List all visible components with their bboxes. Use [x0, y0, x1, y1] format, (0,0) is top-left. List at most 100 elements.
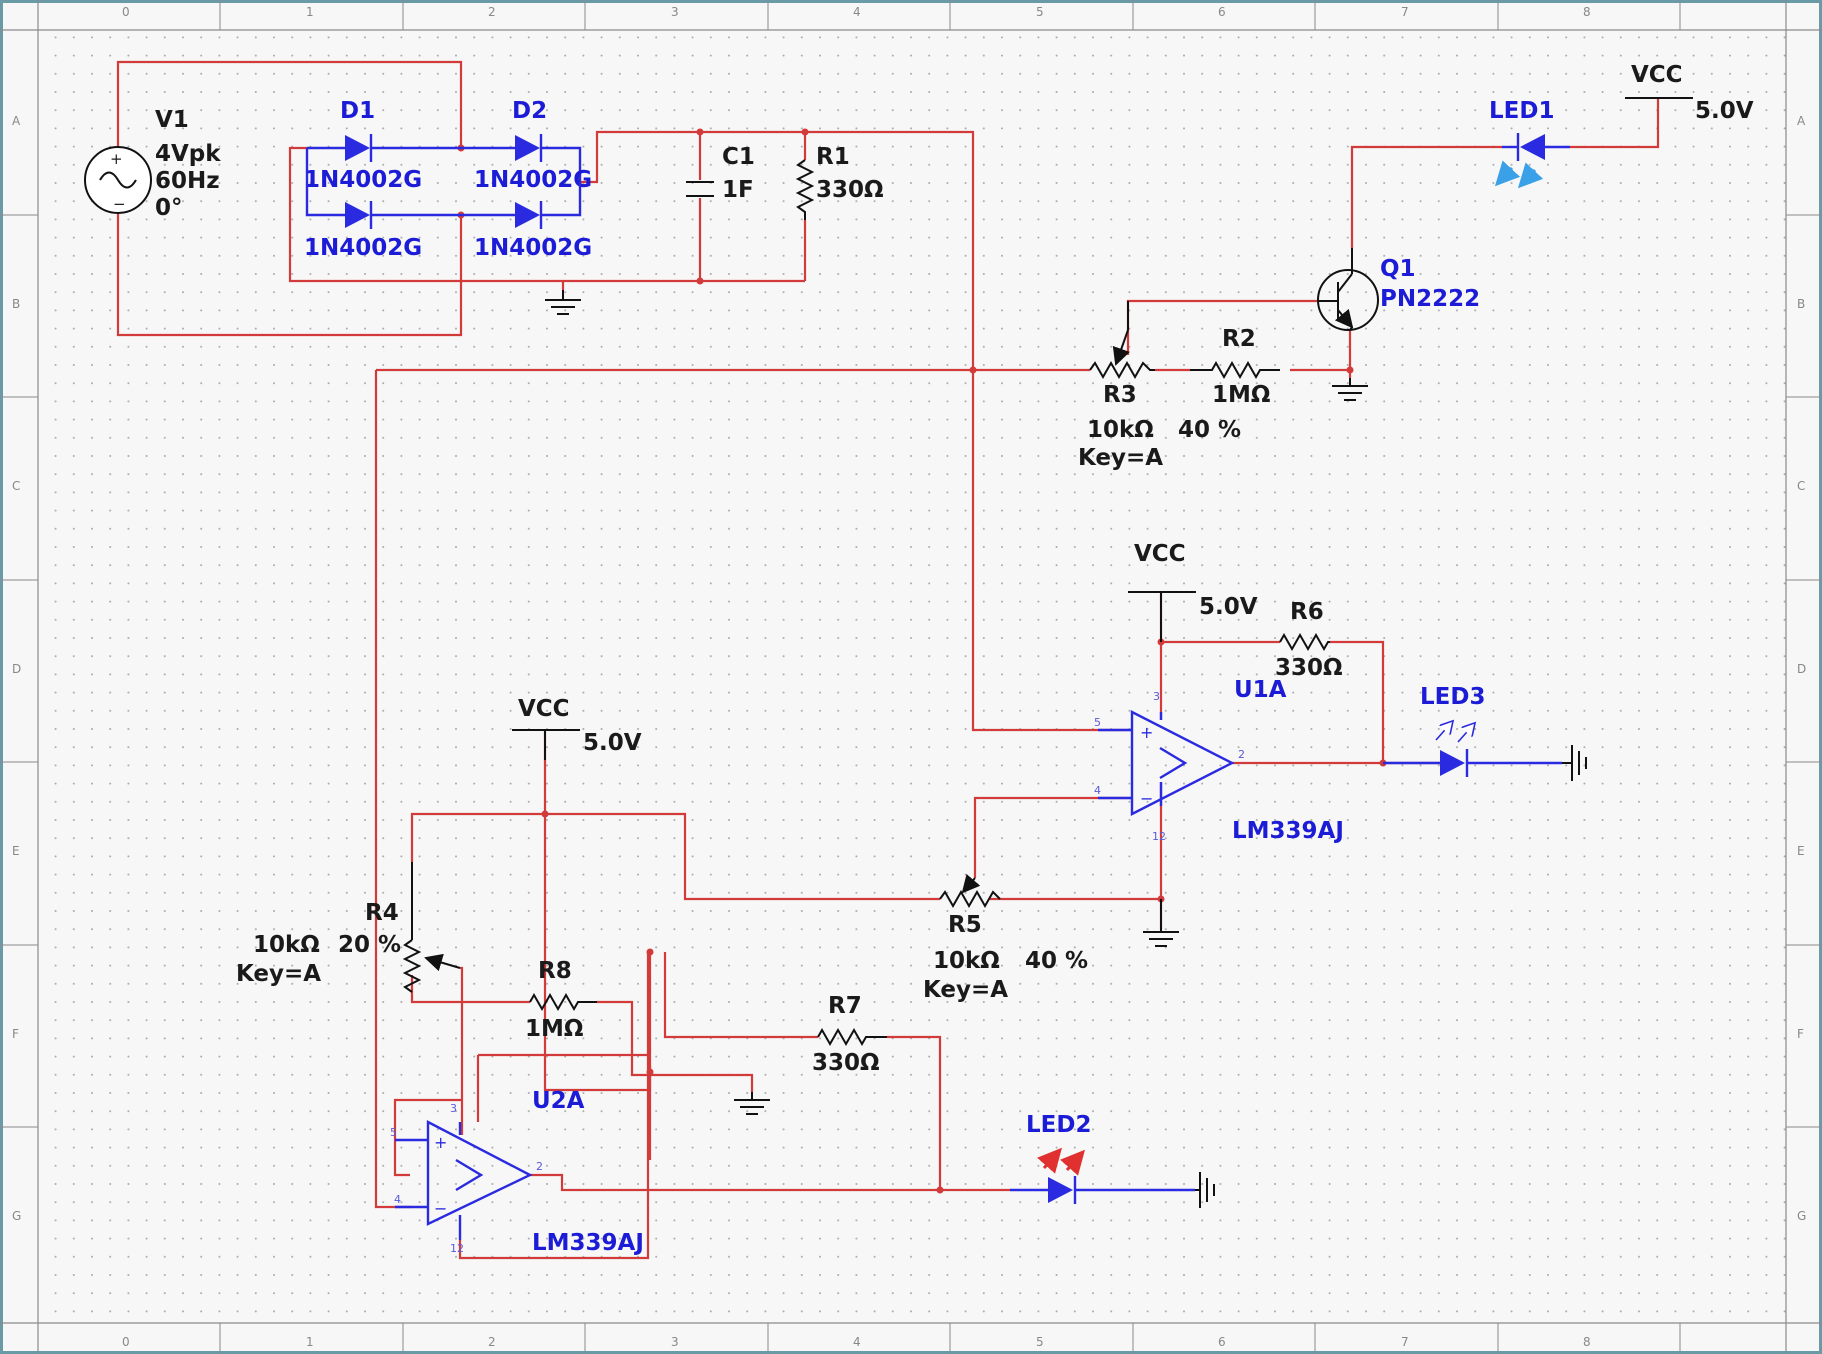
d2-ref: D2 — [512, 98, 547, 124]
wire[interactable] — [458, 952, 650, 1260]
wire[interactable] — [116, 60, 463, 152]
wire[interactable] — [1330, 640, 1385, 763]
light-arrow-icon — [1457, 724, 1474, 743]
ground-symbol — [734, 1092, 770, 1115]
pin-number: 5 — [390, 1126, 397, 1139]
potentiometer-r3[interactable]: R3 10kΩ 40 % Key=A — [1078, 301, 1241, 471]
wire[interactable] — [663, 952, 818, 1039]
wire[interactable] — [887, 1035, 942, 1190]
diode-d4[interactable]: 1N4002G — [461, 182, 592, 261]
pin-number: 2 — [1238, 748, 1245, 761]
r6-value: 330Ω — [1275, 655, 1343, 681]
wire[interactable] — [1570, 98, 1660, 149]
wire[interactable] — [393, 1098, 462, 1177]
diode-icon — [515, 202, 540, 228]
ruler-row: C — [12, 479, 20, 493]
c1-ref: C1 — [722, 144, 755, 170]
c1-value: 1F — [722, 177, 754, 203]
resistor-r7[interactable]: R7 330Ω — [812, 993, 887, 1076]
pin-number: 3 — [1153, 690, 1160, 703]
led-icon — [1048, 1177, 1073, 1203]
potentiometer-r5[interactable]: R5 10kΩ 40 % Key=A — [923, 873, 1088, 1003]
light-arrow-icon — [1060, 1149, 1085, 1176]
ruler-col: 8 — [1583, 5, 1591, 19]
r4-key: Key=A — [236, 961, 321, 987]
r3-ref: R3 — [1103, 382, 1137, 408]
r6-ref: R6 — [1290, 599, 1324, 625]
ac-source-v1[interactable]: + − V1 4Vpk 60Hz 0° — [84, 107, 221, 221]
ground-symbol — [545, 290, 581, 315]
ruler-col: 7 — [1401, 1335, 1409, 1349]
vcc-supply-top[interactable]: VCC 5.0V — [1625, 62, 1754, 124]
light-arrow-icon — [1037, 1147, 1062, 1174]
comparator-u2a[interactable]: + − 5 4 3 2 12 U2A LM339AJ — [390, 1088, 644, 1256]
ruler-col: 2 — [488, 5, 496, 19]
transistor-q1[interactable]: Q1 PN2222 — [1317, 248, 1480, 331]
ground-symbol — [1195, 1172, 1215, 1208]
ruler-row: A — [1797, 114, 1806, 128]
r2-value: 1MΩ — [1212, 382, 1270, 408]
wire[interactable] — [530, 1173, 1010, 1192]
wire[interactable] — [116, 205, 463, 337]
diode-icon — [515, 135, 540, 161]
ruler-col: 4 — [853, 5, 861, 19]
v1-frequency: 60Hz — [155, 168, 220, 194]
resistor-r6[interactable]: R6 330Ω — [1275, 599, 1343, 681]
diode-d1[interactable]: D1 1N4002G — [304, 98, 461, 193]
r3-value: 10kΩ — [1087, 417, 1154, 443]
minus-sign: − — [434, 1199, 447, 1218]
capacitor-c1[interactable]: C1 1F — [686, 144, 755, 203]
wire[interactable] — [288, 146, 461, 283]
vcc-supply-mid[interactable]: VCC 5.0V — [1128, 541, 1258, 642]
d1-value: 1N4002G — [304, 167, 422, 193]
sine-icon — [99, 171, 137, 189]
ruler-col: 2 — [488, 1335, 496, 1349]
led1-ref: LED1 — [1489, 98, 1554, 124]
vcc-voltage: 5.0V — [583, 730, 642, 756]
wire[interactable] — [410, 812, 940, 901]
ruler-col: 1 — [306, 5, 314, 19]
diode-icon — [345, 135, 370, 161]
r4-percent: 20 % — [338, 932, 401, 958]
wire[interactable] — [973, 796, 1132, 878]
resistor-r2[interactable]: R2 1MΩ — [1190, 326, 1280, 408]
resistor-r8[interactable]: R8 1MΩ — [525, 958, 597, 1042]
vcc-voltage: 5.0V — [1695, 98, 1754, 124]
ground-symbol — [1332, 378, 1368, 401]
resistor-r1[interactable]: R1 330Ω — [795, 144, 884, 220]
r8-value: 1MΩ — [525, 1016, 583, 1042]
wire[interactable] — [580, 130, 1132, 732]
r5-percent: 40 % — [1025, 948, 1088, 974]
comparator-u1a[interactable]: + − 5 4 3 2 12 U1A LM339AJ — [1094, 677, 1344, 844]
u1a-ref: U1A — [1234, 677, 1287, 703]
led-icon — [1520, 134, 1545, 160]
wire[interactable] — [597, 1000, 754, 1092]
potentiometer-r4[interactable]: R4 10kΩ 20 % Key=A — [236, 862, 461, 993]
d4-value: 1N4002G — [474, 235, 592, 261]
wire[interactable] — [1350, 145, 1502, 248]
u1a-value: LM339AJ — [1232, 818, 1344, 844]
r4-value: 10kΩ — [253, 932, 320, 958]
ruler-col: 8 — [1583, 1335, 1591, 1349]
led-led3[interactable]: LED3 — [1383, 684, 1562, 777]
diode-d3[interactable]: 1N4002G — [304, 148, 461, 261]
ruler-col: 6 — [1218, 5, 1226, 19]
wires[interactable] — [116, 60, 1660, 1260]
ruler-row: B — [1797, 297, 1805, 311]
wire[interactable] — [460, 966, 464, 1135]
r4-ref: R4 — [365, 900, 399, 926]
led-led2[interactable]: LED2 — [1010, 1112, 1195, 1204]
vcc-supply-left[interactable]: VCC 5.0V — [512, 696, 642, 760]
d2-value: 1N4002G — [474, 167, 592, 193]
ruler-row: D — [1797, 662, 1806, 676]
diode-d2[interactable]: D2 1N4002G — [461, 98, 592, 193]
opamp-icon — [426, 1120, 533, 1226]
diode-icon — [345, 202, 370, 228]
plus-sign: + — [434, 1133, 447, 1152]
led3-ref: LED3 — [1420, 684, 1485, 710]
v1-ref: V1 — [155, 107, 189, 133]
r3-percent: 40 % — [1178, 417, 1241, 443]
led-led1[interactable]: LED1 — [1489, 98, 1570, 189]
v1-phase: 0° — [155, 195, 183, 221]
